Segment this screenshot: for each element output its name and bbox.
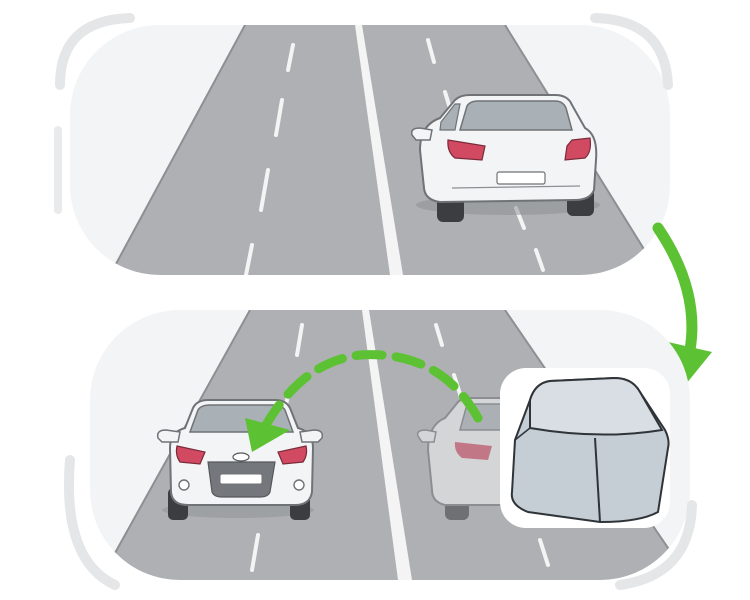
top-panel-corner-arc [590, 13, 673, 90]
bottom-panel-corner-arc [63, 455, 120, 590]
transition-arrow-icon [652, 222, 712, 384]
top-car-rear-view [410, 94, 600, 222]
top-center-line [355, 25, 403, 275]
top-panel [54, 13, 673, 275]
bottom-car-front-view [156, 399, 324, 520]
keyboard-key-icon [500, 368, 670, 528]
top-panel-corner-arc [55, 13, 135, 90]
top-road-left-edge [109, 25, 246, 275]
top-left-dashed-lane [244, 43, 295, 275]
lane-change-arrow-icon [245, 350, 483, 452]
bottom-panel-corner-arc [615, 500, 697, 590]
bottom-panel [63, 310, 697, 590]
car-logo-icon [232, 452, 250, 462]
bottom-center-line [362, 310, 412, 580]
